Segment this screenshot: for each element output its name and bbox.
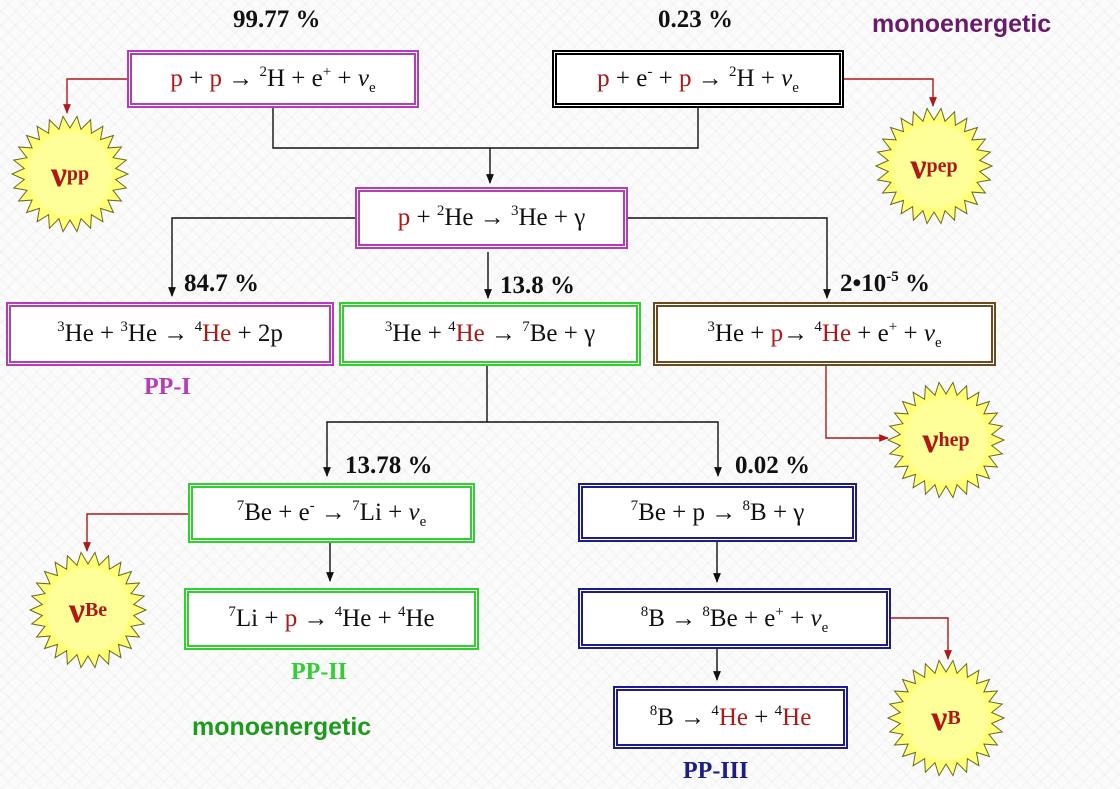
reaction-pp-box: p + p → 2H + e+ + νe [127, 50, 419, 108]
starburst-core [892, 124, 976, 208]
arrow-pp-merge [272, 108, 699, 149]
arrow-nu-hep [825, 366, 889, 442]
reaction-b8: 7Be + p → 8B + γ [630, 497, 805, 526]
reaction-pep-box: p + e- + p → 2H + νe [552, 50, 844, 108]
arrow-to-b8 [487, 421, 722, 477]
reaction-hep-box: 3He + p→ 4He + e+ + νe [653, 302, 996, 366]
monoenergetic-bottom-label: monoenergetic [192, 713, 372, 741]
reaction-li7: 7Li + p → 4He + 4He [228, 604, 435, 633]
arrow-to-hep [628, 217, 831, 299]
chain-pp2-label: PP-II [291, 659, 347, 685]
chain-pp3-label: PP-III [683, 758, 749, 784]
monoenergetic-top-label: monoenergetic [872, 10, 1052, 38]
starburst-core [904, 676, 988, 760]
reaction-pp1: 3He + 3He → 4He + 2p [57, 319, 283, 348]
reaction-hep: 3He + p→ 4He + e+ + νe [707, 319, 942, 351]
reaction-be-ec: 7Be + e- → 7Li + νe [236, 498, 427, 530]
arrow-nu-pep [844, 78, 937, 107]
arrow-nu-be [83, 513, 188, 552]
chain-pp1-label: PP-I [144, 374, 191, 400]
reaction-be7-box: 3He + 4He → 7Be + γ [339, 302, 641, 366]
reaction-b8-box: 7Be + p → 8B + γ [578, 483, 857, 542]
arrow-nu-pp [63, 78, 127, 114]
reaction-li7-box: 7Li + p → 4He + 4He [184, 588, 479, 650]
reaction-he3-box: p + 2He → 3He + γ [355, 187, 628, 249]
reaction-b8-split-box: 8B → 4He + 4He [613, 686, 848, 749]
reaction-pp: p + p → 2H + e+ + νe [170, 64, 376, 96]
pct-pp-label: 99.77 % [233, 6, 321, 33]
reaction-be7: 3He + 4He → 7Be + γ [384, 319, 596, 348]
arrow-nu-b [891, 617, 952, 660]
reaction-be-ec-box: 7Be + e- → 7Li + νe [188, 483, 475, 543]
reaction-b8-decay: 8B → 8Be + e+ + νe [640, 603, 829, 636]
starburst-core [46, 568, 130, 652]
pct-b8-label: 0.02 % [735, 452, 810, 479]
pct-pp1-label: 84.7 % [184, 270, 259, 297]
reaction-b8-split: 8B → 4He + 4He [649, 702, 812, 731]
reaction-pp1-box: 3He + 3He → 4He + 2p [6, 302, 334, 366]
pct-pp2-label: 13.8 % [500, 272, 575, 299]
pct-pep-label: 0.23 % [658, 6, 733, 33]
starburst-core [28, 132, 112, 216]
arrow-be7-split [323, 365, 488, 477]
reaction-pep: p + e- + p → 2H + νe [597, 64, 799, 96]
reaction-he3: p + 2He → 3He + γ [397, 203, 586, 232]
reaction-b8-decay-box: 8B → 8Be + e+ + νe [578, 588, 891, 649]
pct-hep-label: 2•10-5 % [840, 269, 931, 298]
pct-be-ec-label: 13.78 % [345, 452, 433, 479]
starburst-core [904, 398, 988, 482]
arrow-to-pp1 [168, 217, 355, 297]
